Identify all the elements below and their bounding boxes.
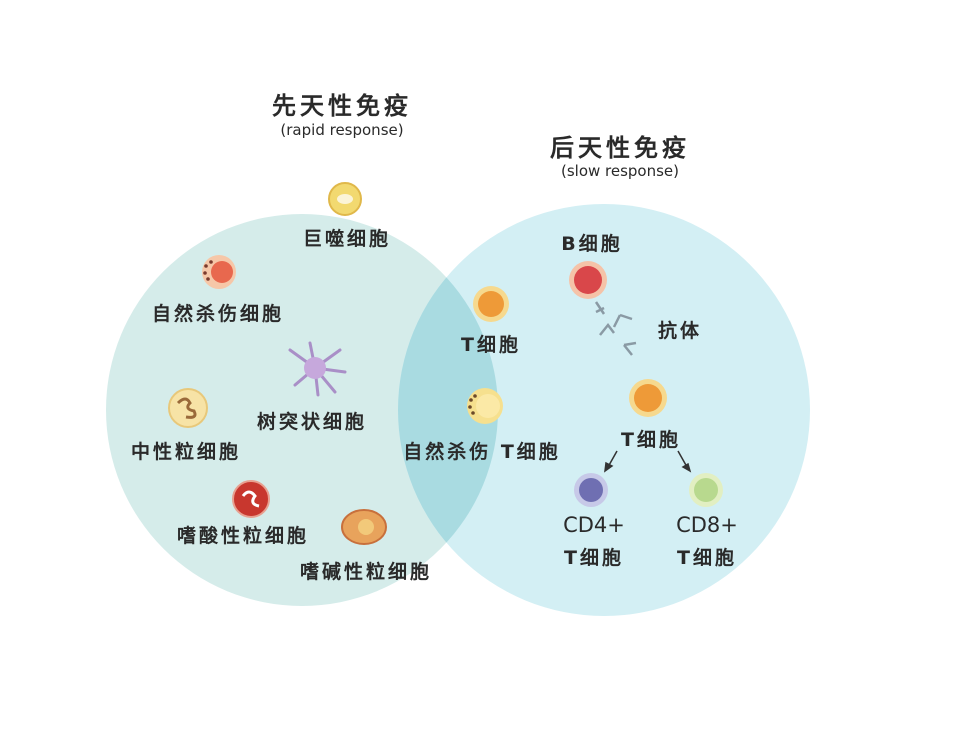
- b-cell-icon: [569, 261, 607, 299]
- label-cd8: CD8+: [676, 513, 738, 537]
- label-basophil: 嗜碱性粒细胞: [299, 561, 433, 583]
- label-cd4-t-cell: T细胞: [564, 547, 624, 569]
- dendritic-cell-icon: [288, 341, 347, 397]
- eosinophil-icon: [232, 480, 270, 518]
- basophil-icon: [341, 509, 387, 545]
- label-neutrophil: 中性粒细胞: [130, 441, 242, 463]
- innate-circle: [106, 214, 498, 606]
- label-nkt-cell: 自然杀伤 T细胞: [403, 441, 561, 463]
- label-nk-cell: 自然杀伤细胞: [151, 303, 285, 325]
- adaptive-title: 后天性免疫: [550, 134, 690, 162]
- label-antibody: 抗体: [657, 320, 703, 342]
- innate-title: 先天性免疫: [272, 92, 412, 120]
- label-t-cell: T细胞: [621, 429, 681, 451]
- label-overlap-t-cell: T细胞: [461, 334, 521, 356]
- label-cd8-t-cell: T细胞: [677, 547, 737, 569]
- label-eosinophil: 嗜酸性粒细胞: [176, 525, 310, 547]
- label-cd4: CD4+: [563, 513, 625, 537]
- overlap-t-cell-icon: [473, 286, 509, 322]
- nkt-cell-icon: [467, 388, 503, 424]
- antibody-icon: [594, 301, 637, 356]
- label-b-cell: B细胞: [561, 233, 623, 255]
- arrow-icon: [604, 450, 692, 473]
- cd8-cell-icon: [689, 473, 723, 507]
- adaptive-subtitle: (slow response): [560, 162, 680, 180]
- label-dendritic-cell: 树突状细胞: [256, 411, 368, 433]
- cd4-cell-icon: [574, 473, 608, 507]
- t-cell-icon: [629, 379, 667, 417]
- label-macrophage: 巨噬细胞: [302, 228, 392, 250]
- innate-subtitle: (rapid response): [280, 121, 404, 139]
- macrophage-icon: [328, 182, 362, 216]
- neutrophil-icon: [168, 388, 208, 428]
- nk-cell-icon: [202, 255, 236, 289]
